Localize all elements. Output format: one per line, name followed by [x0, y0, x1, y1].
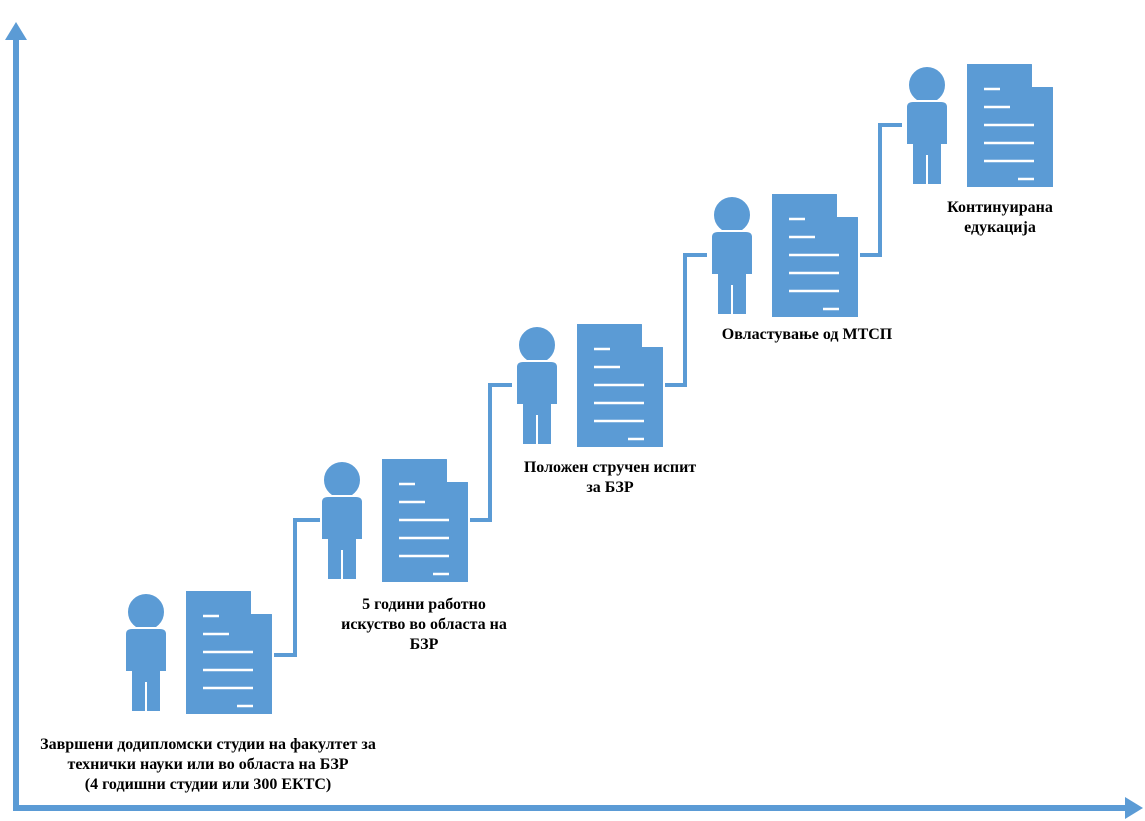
step-3-label-line-2: за БЗР: [586, 479, 634, 496]
y-axis-arrowhead: [5, 22, 27, 40]
step-5-label: Континуирана едукација: [940, 198, 1060, 238]
axes: [5, 22, 1143, 819]
step-1-label-line-3: (4 годишни студии или 300 ЕКТС): [84, 776, 332, 793]
document-icon: [770, 192, 860, 319]
step-2-label: 5 години работно искуство во областа на …: [318, 595, 530, 655]
step-1-label-line-1: Завршени додипломски студии на факултет …: [40, 736, 376, 753]
person-icon: [710, 195, 754, 316]
document-icon: [965, 62, 1055, 189]
step-4-icons: [710, 192, 860, 319]
document-icon: [380, 457, 470, 584]
step-connector-line: [856, 123, 902, 257]
document-icon: [184, 589, 274, 716]
step-2-label-line-2: искуство во областа на: [341, 616, 507, 633]
step-connector-line: [660, 253, 707, 387]
step-connector-line: [466, 383, 512, 522]
step-5-icons: [905, 62, 1055, 189]
step-4-label-line-1: Овластување од МТСП: [721, 326, 893, 343]
person-icon: [124, 592, 168, 713]
x-axis-arrowhead: [1125, 797, 1143, 819]
step-1-label: Завршени додипломски студии на факултет …: [22, 735, 394, 795]
step-2-icons: [320, 457, 470, 584]
step-1-icons: [124, 589, 274, 716]
step-1-label-line-2: технички науки или во областа на БЗР: [67, 756, 349, 773]
step-3-label: Положен стручен испит за БЗР: [510, 458, 710, 498]
step-3-icons: [515, 322, 665, 449]
person-icon: [515, 325, 559, 446]
step-connector-line: [270, 518, 320, 657]
step-3-label-line-1: Положен стручен испит: [523, 459, 697, 476]
step-2-label-line-3: БЗР: [409, 636, 439, 653]
person-icon: [905, 65, 949, 186]
step-4-label: Овластување од МТСП: [712, 325, 902, 345]
step-5-label-line-1: Континуирана: [947, 199, 1053, 216]
person-icon: [320, 460, 364, 581]
step-5-label-line-2: едукација: [964, 219, 1036, 236]
document-icon: [575, 322, 665, 449]
step-2-label-line-1: 5 години работно: [362, 596, 486, 613]
